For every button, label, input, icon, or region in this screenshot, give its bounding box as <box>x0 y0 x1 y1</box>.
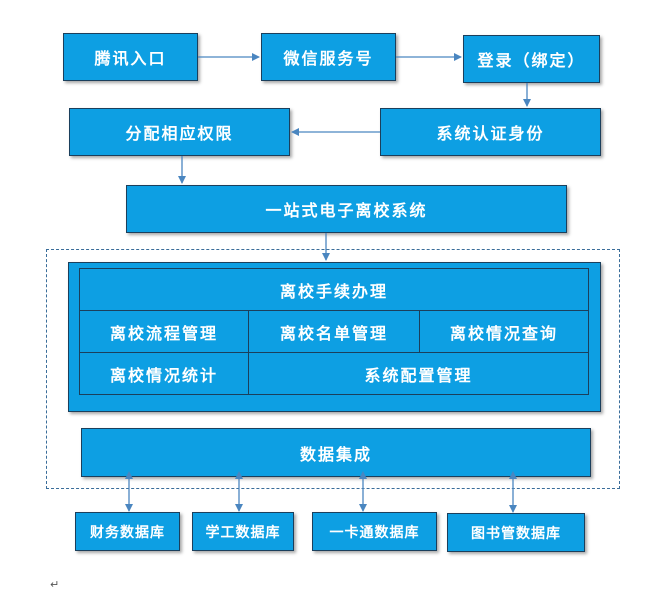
module-procedures: 离校手续办理 <box>79 268 589 311</box>
module-list-mgmt-label: 离校名单管理 <box>279 323 388 343</box>
one-stop-system-label: 一站式电子离校系统 <box>265 201 428 220</box>
module-status-query-label: 离校情况查询 <box>449 323 558 343</box>
student-affairs-db-node: 学工数据库 <box>192 512 294 551</box>
wechat-service-label: 微信服务号 <box>283 49 374 68</box>
tencent-entry-node: 腾讯入口 <box>63 33 198 81</box>
wechat-service-node: 微信服务号 <box>261 33 396 81</box>
login-bind-label: 登录（绑定） <box>477 51 586 70</box>
campus-card-db-label: 一卡通数据库 <box>329 524 420 541</box>
module-status-stats-label: 离校情况统计 <box>109 365 218 385</box>
module-process-mgmt-label: 离校流程管理 <box>109 323 218 343</box>
module-status-query: 离校情况查询 <box>419 310 589 353</box>
system-auth-node: 系统认证身份 <box>380 108 601 156</box>
campus-card-db-node: 一卡通数据库 <box>312 512 437 551</box>
paragraph-mark-icon: ↵ <box>50 578 60 591</box>
finance-db-label: 财务数据库 <box>90 524 165 541</box>
module-grid: 离校手续办理 离校流程管理 离校名单管理 离校情况查询 离校情况统计 系统配置管… <box>68 262 601 412</box>
one-stop-system-node: 一站式电子离校系统 <box>126 185 567 233</box>
module-process-mgmt: 离校流程管理 <box>79 310 249 353</box>
assign-permissions-label: 分配相应权限 <box>125 124 234 143</box>
module-procedures-label: 离校手续办理 <box>279 281 388 301</box>
system-auth-label: 系统认证身份 <box>436 124 545 143</box>
module-config-mgmt-label: 系统配置管理 <box>364 365 473 385</box>
module-list-mgmt: 离校名单管理 <box>248 310 420 353</box>
library-db-node: 图书管数据库 <box>447 513 585 552</box>
tencent-entry-label: 腾讯入口 <box>94 49 167 68</box>
module-status-stats: 离校情况统计 <box>79 352 249 395</box>
data-integration-label: 数据集成 <box>299 444 372 464</box>
system-boundary <box>46 249 620 489</box>
student-affairs-db-label: 学工数据库 <box>205 524 281 541</box>
library-db-label: 图书管数据库 <box>471 525 561 542</box>
finance-db-node: 财务数据库 <box>75 512 180 551</box>
assign-permissions-node: 分配相应权限 <box>69 108 290 156</box>
data-integration-node: 数据集成 <box>81 428 591 477</box>
login-bind-node: 登录（绑定） <box>463 35 600 83</box>
module-config-mgmt: 系统配置管理 <box>248 352 589 395</box>
